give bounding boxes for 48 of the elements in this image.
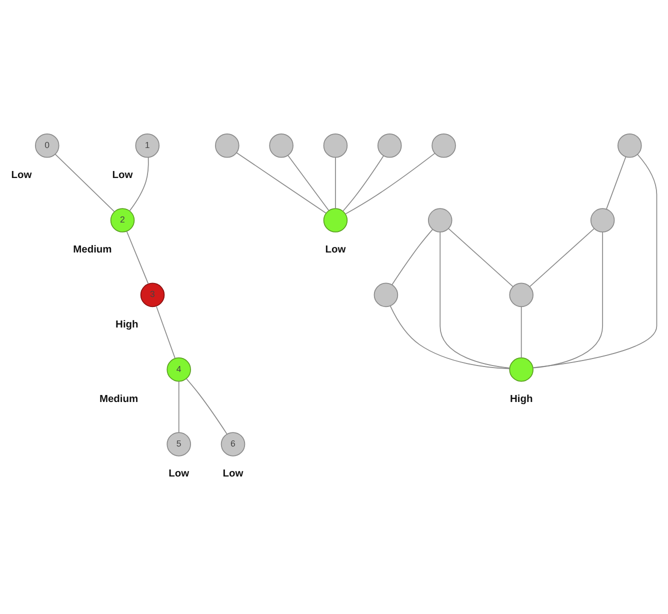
node-circle <box>323 208 348 232</box>
node-circle <box>377 133 402 158</box>
node-circle <box>269 133 294 158</box>
node-circle <box>374 282 398 308</box>
connector <box>392 229 433 286</box>
connector <box>288 154 330 211</box>
connector <box>186 378 228 434</box>
node-label: High <box>510 394 533 405</box>
connector <box>236 152 326 214</box>
node-circle: 5 <box>166 432 191 456</box>
connector <box>448 228 514 287</box>
connector <box>440 232 510 368</box>
node-circle <box>323 133 348 158</box>
node-circle: 1 <box>135 133 160 158</box>
connector <box>529 228 595 287</box>
connector <box>335 157 336 209</box>
connector <box>606 156 626 210</box>
node-circle: 3 <box>140 282 165 308</box>
node-label: Medium <box>99 394 138 405</box>
node-label: Low <box>325 244 346 256</box>
connector <box>178 380 180 433</box>
node-circle <box>215 133 240 158</box>
connector <box>532 232 604 368</box>
node-circle <box>432 133 456 158</box>
node-label: Low <box>222 468 244 480</box>
node-circle <box>590 208 615 232</box>
connector <box>520 306 522 358</box>
connector <box>344 152 436 214</box>
connector <box>532 154 658 368</box>
node-circle <box>509 357 534 382</box>
connector <box>156 306 176 359</box>
node-label: Low <box>168 468 190 480</box>
connector <box>129 156 149 212</box>
node-label: High <box>116 319 138 330</box>
node-circle: 6 <box>220 432 246 456</box>
node-circle <box>428 208 452 232</box>
connector <box>390 306 510 370</box>
node-label: Low <box>11 170 32 181</box>
node-label: Low <box>112 170 133 181</box>
node-label: Medium <box>73 244 112 256</box>
node-circle <box>618 133 642 158</box>
node-circle: 0 <box>34 133 60 158</box>
connector <box>54 154 115 212</box>
connector <box>342 155 384 212</box>
node-circle <box>509 282 534 308</box>
connector <box>126 231 149 284</box>
node-circle: 2 <box>110 208 135 232</box>
node-circle: 4 <box>166 357 191 382</box>
